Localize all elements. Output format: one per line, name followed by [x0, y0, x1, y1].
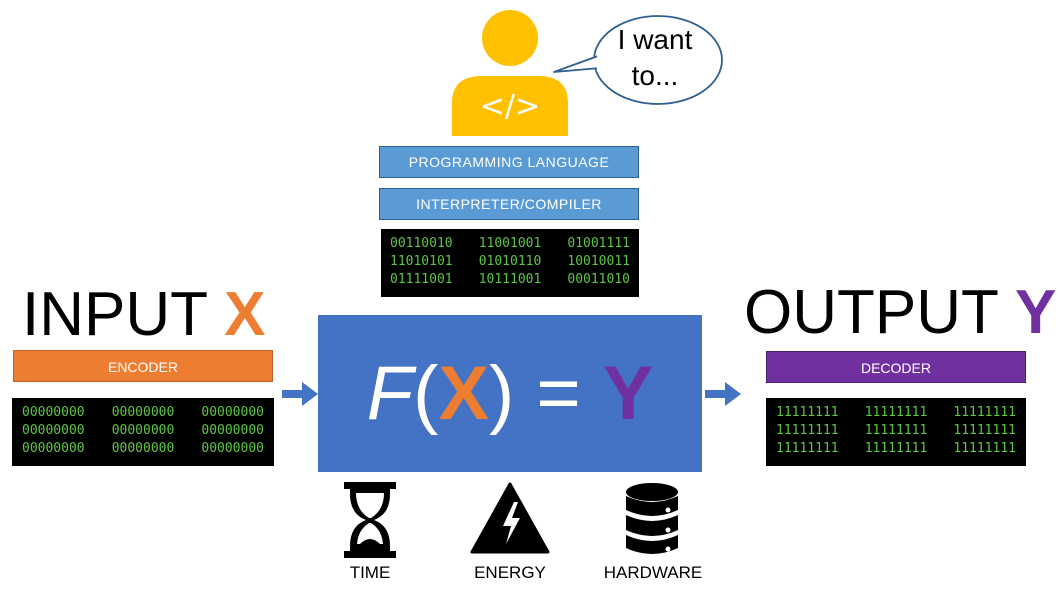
- energy-warning-icon: [470, 482, 550, 554]
- binary-row: 11111111 11111111 11111111: [776, 404, 1016, 422]
- binary-row: 00000000 00000000 00000000: [22, 440, 264, 458]
- code-badge-symbol: </>: [480, 89, 540, 124]
- interpreter-compiler-label: INTERPRETER/COMPILER: [379, 188, 639, 220]
- output-word: OUTPUT: [744, 278, 998, 347]
- hardware-label: HARDWARE: [603, 563, 703, 582]
- binary-row: 00000000 00000000 00000000: [22, 404, 264, 422]
- binary-row: 11010101 01010110 10010011: [390, 253, 630, 271]
- binary-cell: 01111001: [390, 272, 453, 287]
- function-x: X: [438, 351, 490, 436]
- binary-cell: 00000000: [22, 405, 85, 420]
- binary-row: 00000000 00000000 00000000: [22, 422, 264, 440]
- decoder-label: DECODER: [766, 351, 1026, 383]
- arrow-right-icon: [282, 382, 318, 406]
- binary-cell: 00000000: [111, 423, 175, 438]
- binary-cell: 00000000: [201, 441, 264, 456]
- binary-cell: 11111111: [864, 405, 928, 420]
- binary-cell: 10010011: [567, 254, 630, 269]
- binary-cell: 11111111: [776, 405, 839, 420]
- speech-line-1: I want: [617, 24, 693, 55]
- function-close-paren: ): [489, 351, 515, 436]
- machine-code-panel: 00110010 11001001 01001111 11010101 0101…: [381, 229, 639, 297]
- binary-cell: 11111111: [776, 423, 839, 438]
- output-binary-panel: 11111111 11111111 11111111 11111111 1111…: [766, 398, 1026, 466]
- binary-cell: 00000000: [201, 423, 264, 438]
- input-heading: INPUT X: [22, 280, 265, 350]
- binary-row: 00110010 11001001 01001111: [390, 235, 630, 253]
- speech-bubble-text: I want to...: [600, 22, 710, 94]
- binary-cell: 01010110: [478, 254, 542, 269]
- binary-row: 11111111 11111111 11111111: [776, 422, 1016, 440]
- binary-cell: 00000000: [22, 441, 85, 456]
- binary-cell: 11001001: [478, 236, 542, 251]
- binary-cell: 11111111: [776, 441, 839, 456]
- binary-cell: 11111111: [864, 423, 928, 438]
- output-variable: Y: [1015, 278, 1057, 347]
- hourglass-icon: [344, 482, 396, 558]
- binary-cell: 10111001: [478, 272, 542, 287]
- binary-cell: 00000000: [111, 441, 175, 456]
- function-box: F(X)=Y: [318, 315, 702, 472]
- arrow-right-icon: [705, 382, 741, 406]
- function-equals: =: [536, 351, 581, 436]
- speech-line-2: to...: [631, 60, 679, 91]
- binary-cell: 11111111: [864, 441, 928, 456]
- output-heading: OUTPUT Y: [744, 278, 1056, 348]
- binary-cell: 00000000: [22, 423, 85, 438]
- function-f: F: [366, 351, 413, 436]
- binary-cell: 00000000: [111, 405, 175, 420]
- programming-language-label: PROGRAMMING LANGUAGE: [379, 146, 639, 178]
- binary-cell: 11111111: [953, 423, 1016, 438]
- binary-cell: 11111111: [953, 441, 1016, 456]
- programmer-icon: </>: [452, 10, 568, 136]
- binary-row: 11111111 11111111 11111111: [776, 440, 1016, 458]
- function-y: Y: [602, 351, 654, 436]
- time-label: TIME: [349, 563, 391, 582]
- input-binary-panel: 00000000 00000000 00000000 00000000 0000…: [12, 398, 274, 466]
- encoder-label: ENCODER: [13, 350, 273, 382]
- binary-row: 01111001 10111001 00011010: [390, 271, 630, 289]
- binary-cell: 00110010: [390, 236, 453, 251]
- binary-cell: 01001111: [567, 236, 630, 251]
- input-variable: X: [224, 280, 266, 349]
- binary-cell: 00011010: [567, 272, 630, 287]
- database-icon: [626, 483, 678, 554]
- speech-bubble-icon: [553, 15, 723, 105]
- binary-cell: 11111111: [953, 405, 1016, 420]
- binary-cell: 00000000: [201, 405, 264, 420]
- function-open-paren: (: [413, 351, 439, 436]
- input-word: INPUT: [22, 280, 207, 349]
- binary-cell: 11010101: [390, 254, 453, 269]
- energy-label: ENERGY: [474, 563, 546, 582]
